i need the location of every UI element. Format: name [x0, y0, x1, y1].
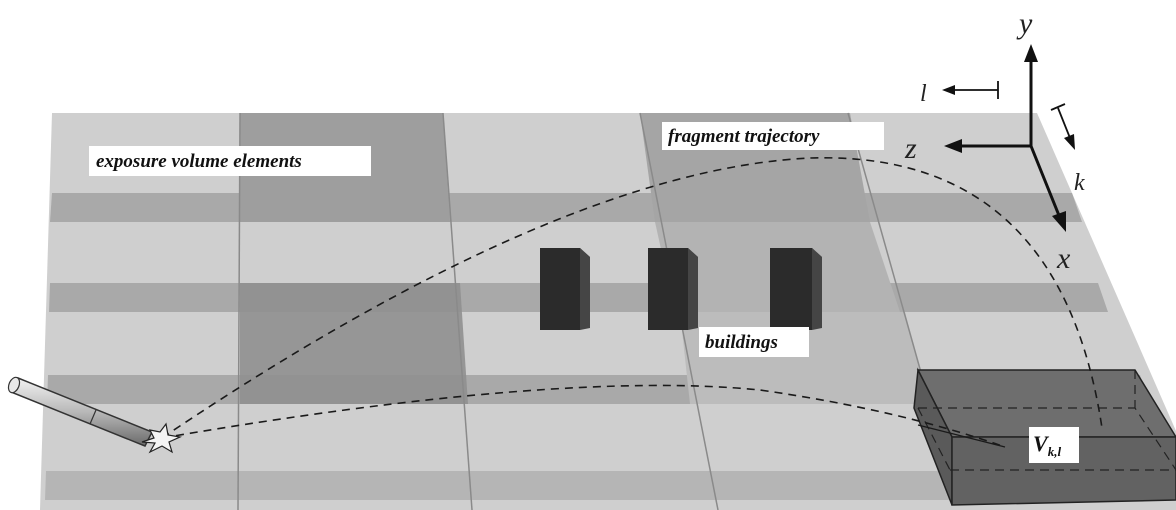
svg-text:Vk,l: Vk,l [1033, 431, 1061, 459]
k-index-arrow [1057, 107, 1071, 139]
buildings-group [540, 248, 822, 330]
buildings-label-text: buildings [705, 332, 778, 353]
x-axis-arrow [1029, 145, 1062, 219]
fragment-trajectory-low [161, 384, 1006, 448]
volume-label: Vk,l [1029, 427, 1079, 463]
exposure-label: exposure volume elements [89, 146, 371, 176]
z-axis-label: z [904, 132, 917, 165]
exposure-label-text: exposure volume elements [96, 151, 302, 172]
building [540, 248, 590, 330]
l-index-label: l [920, 81, 927, 107]
y-axis-label: y [1016, 7, 1033, 40]
launcher-barrel [7, 376, 154, 447]
dark-cell [240, 283, 468, 404]
buildings-label: buildings [699, 327, 809, 357]
leader-line [917, 424, 1006, 448]
grid-band [50, 193, 1082, 222]
volume-label-sub: k,l [1048, 444, 1062, 459]
grid-band [45, 471, 1172, 500]
grid-line [442, 112, 473, 510]
axes-diagram: y z x l k [904, 7, 1085, 275]
muzzle-burst-icon [141, 422, 183, 454]
building [648, 248, 698, 330]
trajectory-label: fragment trajectory [662, 122, 884, 150]
volume-element-box [913, 367, 1176, 506]
trajectory-label-text: fragment trajectory [668, 126, 820, 147]
x-axis-label: x [1056, 242, 1071, 275]
volume-label-main: V [1033, 431, 1050, 456]
grid-line [237, 112, 241, 510]
building [770, 248, 822, 330]
k-index-label: k [1074, 170, 1085, 196]
